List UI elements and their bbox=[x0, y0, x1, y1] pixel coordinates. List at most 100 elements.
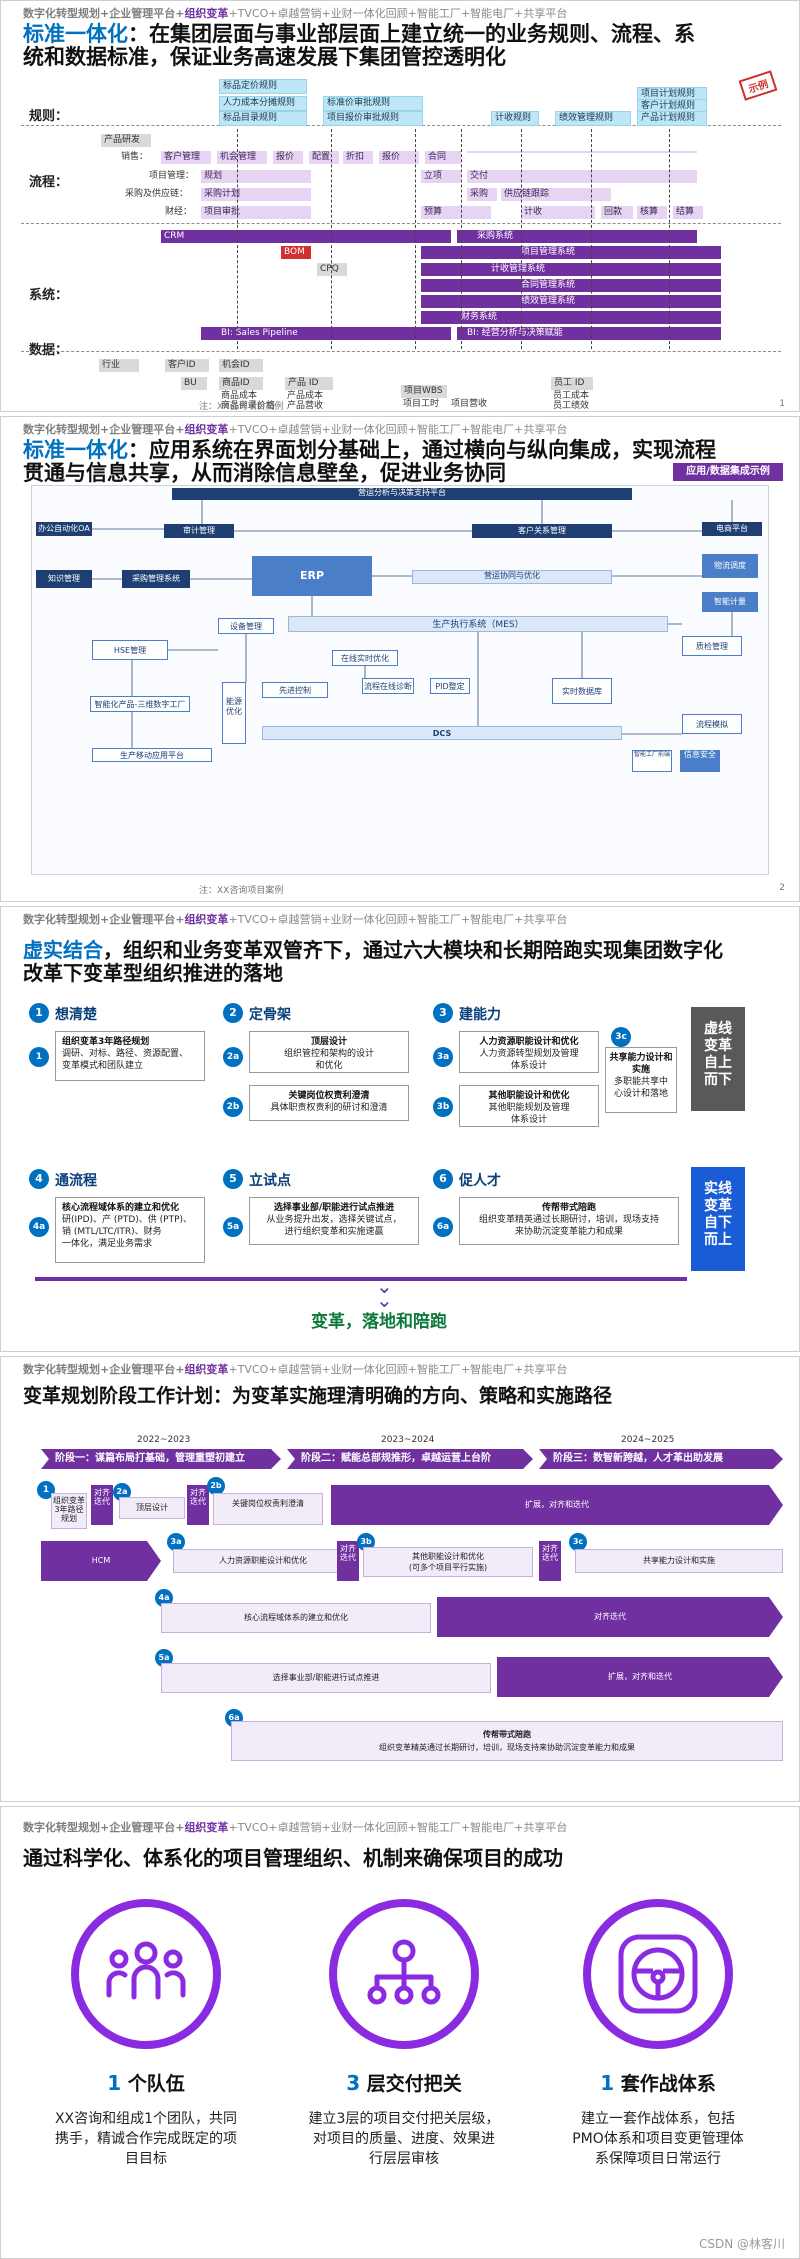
feature-desc: XX咨询和组成1个团队，共同携手，精诚合作完成既定的项目目标 bbox=[54, 2111, 238, 2167]
process-step: 核算 bbox=[637, 206, 667, 219]
module-title: 立试点 bbox=[249, 1173, 291, 1189]
arch-node: 智能化产品-三维数字工厂 bbox=[90, 696, 190, 712]
data-key: 员工 ID bbox=[551, 377, 593, 390]
feature-desc: 建立3层的项目交付把关层级，对项目的质量、进度、效果进行层层审核 bbox=[308, 2111, 500, 2167]
arch-node: 质检管理 bbox=[682, 636, 742, 656]
arch-node: 智能工厂前端 bbox=[632, 750, 672, 772]
arch-node: 电商平台 bbox=[702, 522, 762, 536]
data-key: 商品ID bbox=[219, 377, 263, 390]
arch-node: 生产移动应用平台 bbox=[92, 748, 212, 762]
arch-node: 物流调度 bbox=[702, 554, 758, 578]
plan-iterate: 对齐迭代 bbox=[337, 1541, 359, 1581]
page-title: 标准一体化：在集团层面与事业部层面上建立统一的业务规则、流程、系统和数据标准，保… bbox=[23, 22, 695, 69]
arch-node: 营运分析与决策支持平台 bbox=[172, 488, 632, 500]
page-number: 1 bbox=[779, 399, 785, 409]
slide-standard-integration-rules: 数字化转型规划+企业管理平台+组织变革+TVCO+卓越营销+业财一体化回顾+智能… bbox=[0, 0, 800, 412]
feature-title: 3 层交付把关 bbox=[346, 2071, 462, 2095]
plan-step: 其他职能设计和优化(可多个项目平行实施) bbox=[363, 1547, 533, 1577]
data-note: 项目工时 bbox=[403, 399, 440, 409]
process-step: 结算 bbox=[673, 206, 703, 219]
year-label: 2024~2025 bbox=[621, 1435, 675, 1445]
module-card: 其他职能设计和优化其他职能规划及管理体系设计 bbox=[459, 1085, 599, 1127]
plan-step: 关键岗位权责利澄清 bbox=[213, 1493, 323, 1525]
arch-node: 办公自动化OA bbox=[36, 522, 92, 536]
page-title: 标准一体化：应用系统在界面划分基础上，通过横向与纵向集成，实现流程贯通与信息共享… bbox=[23, 438, 716, 485]
slide-header: 数字化转型规划+企业管理平台+组织变革+TVCO+卓越营销+业财一体化回顾+智能… bbox=[23, 1363, 568, 1376]
rule-box: 标品目录规则 bbox=[219, 111, 307, 126]
data-key: 项目WBS bbox=[401, 385, 447, 398]
module-card: 传帮带式陪跑组织变革精英通过长期研讨，培训，现场支持来协助沉淀变革能力和成果 bbox=[459, 1197, 679, 1245]
module-sub-badge: 3c bbox=[611, 1027, 631, 1047]
page-title: 变革规划阶段工作计划：为变革实施理清明确的方向、策略和实施路径 bbox=[23, 1385, 613, 1407]
module-sub-badge: 1 bbox=[29, 1047, 49, 1067]
feature-circle bbox=[583, 1899, 733, 2049]
process-step: 预算 bbox=[421, 206, 491, 219]
plan-badge: 1 bbox=[37, 1481, 55, 1499]
data-note: 商品目录价格 bbox=[221, 401, 276, 411]
system-bar: 财务系统 bbox=[421, 311, 721, 324]
plan-badge: 3b bbox=[357, 1533, 375, 1551]
process-step: 客户管理 bbox=[161, 151, 211, 164]
arch-node: 客户关系管理 bbox=[472, 524, 612, 538]
plan-step: 组织变革3年路径规划 bbox=[51, 1493, 87, 1529]
arch-node: 营运协同与优化 bbox=[412, 570, 612, 584]
rule-box: 人力成本分摊规则 bbox=[219, 96, 307, 111]
slide-header: 数字化转型规划+企业管理平台+组织变革+TVCO+卓越营销+业财一体化回顾+智能… bbox=[23, 423, 568, 436]
plan-iterate: 对齐迭代 bbox=[539, 1541, 561, 1581]
module-title: 想清楚 bbox=[55, 1007, 97, 1023]
arch-node: 流程在线诊断 bbox=[362, 678, 414, 694]
data-key: 客户ID bbox=[165, 359, 209, 372]
data-key: 机会ID bbox=[219, 359, 263, 372]
slide-pm-mechanism: 数字化转型规划+企业管理平台+组织变革+TVCO+卓越营销+业财一体化回顾+智能… bbox=[0, 1806, 800, 2259]
process-step: 立项 bbox=[421, 170, 461, 183]
plan-badge: 4a bbox=[155, 1589, 173, 1607]
plan-badge: 3a bbox=[167, 1533, 185, 1551]
data-note: 员工成本 bbox=[553, 391, 590, 401]
arch-node: DCS bbox=[262, 726, 622, 740]
page-title: 通过科学化、体系化的项目管理组织、机制来确保项目的成功 bbox=[23, 1846, 563, 1870]
process-step: 交付 bbox=[467, 170, 697, 183]
plan-badge: 2b bbox=[207, 1477, 225, 1495]
arch-node: 设备管理 bbox=[218, 618, 274, 634]
module-number: 3 bbox=[433, 1003, 453, 1023]
feature-title: 1 个队伍 bbox=[107, 2071, 185, 2095]
arch-node: 先进控制 bbox=[262, 682, 328, 698]
slide-header: 数字化转型规划+企业管理平台+组织变革+TVCO+卓越营销+业财一体化回顾+智能… bbox=[23, 1821, 568, 1834]
row-label-rules: 规则： bbox=[29, 109, 69, 124]
slide-six-modules: 数字化转型规划+企业管理平台+组织变革+TVCO+卓越营销+业财一体化回顾+智能… bbox=[0, 906, 800, 1352]
architecture-diagram: 营运分析与决策支持平台 办公自动化OA 电商平台 审计管理 客户关系管理 知识管… bbox=[31, 485, 769, 875]
process-lane-label: 采购及供应链： bbox=[125, 189, 189, 199]
process-step: 报价 bbox=[273, 151, 303, 164]
arch-node: 在线实时优化 bbox=[332, 650, 398, 666]
slide-system-integration: 数字化转型规划+企业管理平台+组织变革+TVCO+卓越营销+业财一体化回顾+智能… bbox=[0, 416, 800, 902]
divider bbox=[21, 351, 781, 352]
footnote: 注：XX咨询项目案例 bbox=[199, 402, 284, 412]
arch-node: 智能计量 bbox=[702, 592, 758, 612]
dashed-change-topdown: 虚线变革自上而下 bbox=[691, 1007, 745, 1111]
module-sub-badge: 4a bbox=[29, 1217, 49, 1237]
process-step: 报价 bbox=[379, 151, 419, 164]
plan-iterate: 对齐迭代 bbox=[91, 1485, 113, 1525]
feature-circle bbox=[71, 1899, 221, 2049]
data-key: BU bbox=[181, 377, 207, 390]
module-sub-badge: 2a bbox=[223, 1047, 243, 1067]
process-step: 计收 bbox=[521, 206, 595, 219]
process-lane-label: 项目管理： bbox=[149, 171, 195, 181]
connector bbox=[591, 129, 592, 349]
arch-node: 审计管理 bbox=[164, 524, 234, 538]
phase-banner: 阶段一：谋篇布局打基础，管理重塑初建立 bbox=[41, 1449, 281, 1469]
rule-box: 标准价审批规则 bbox=[323, 96, 423, 111]
page-number: 2 bbox=[779, 883, 785, 893]
module-card: 人力资源职能设计和优化人力资源转型规划及管理体系设计 bbox=[459, 1031, 599, 1073]
arch-node: ERP bbox=[252, 556, 372, 596]
phase-banner: 阶段三：数智新跨越，人才革出助发展 bbox=[539, 1449, 783, 1469]
plan-badge: 2a bbox=[113, 1483, 131, 1501]
module-title: 建能力 bbox=[459, 1007, 501, 1023]
process-step: 配置 bbox=[309, 151, 339, 164]
system-box: BOM bbox=[281, 246, 311, 259]
module-card: 核心流程域体系的建立和优化研(IPD)、产 (PTD)、供 (PTP)、销 (M… bbox=[55, 1197, 205, 1263]
connector bbox=[237, 129, 238, 349]
plan-step: 顶层设计 bbox=[119, 1497, 185, 1519]
module-sub-badge: 2b bbox=[223, 1097, 243, 1117]
data-note: 产品成本 bbox=[287, 391, 324, 401]
